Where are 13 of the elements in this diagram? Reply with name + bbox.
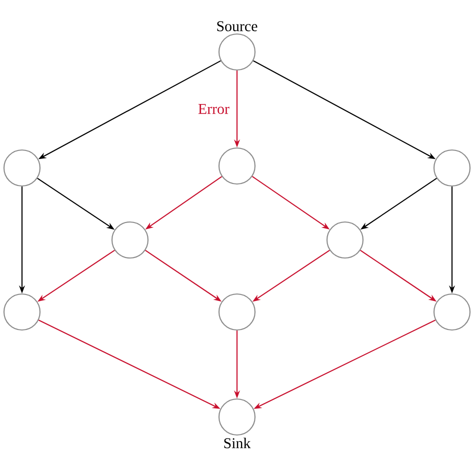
node-circle	[3, 149, 41, 187]
node-circle	[433, 149, 471, 187]
node-circle	[433, 293, 471, 331]
node-circle	[218, 293, 256, 331]
edge-label: Error	[198, 104, 230, 114]
node-circle	[218, 147, 256, 185]
node-circle	[217, 21, 258, 71]
node-circle	[218, 398, 256, 448]
node-label: Sink	[224, 438, 251, 448]
node-label: Source	[217, 21, 258, 32]
node-circle	[111, 221, 149, 259]
node-circle	[326, 221, 364, 259]
node-circle	[3, 293, 41, 331]
